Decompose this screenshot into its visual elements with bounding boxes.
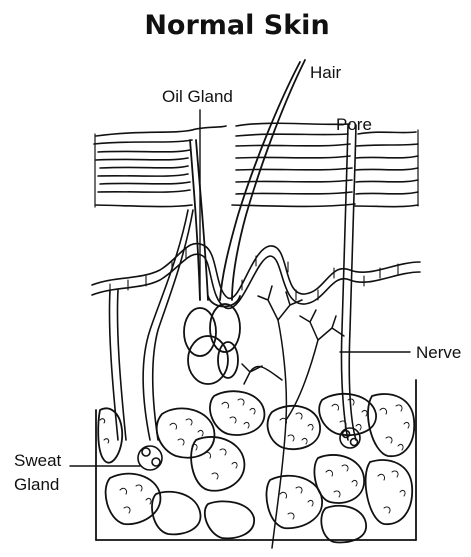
nerve-fibers — [242, 286, 344, 548]
label-oil-gland: Oil Gland — [162, 87, 233, 106]
basal-membrane — [92, 243, 420, 308]
label-nerve: Nerve — [416, 343, 461, 362]
sweat-gland-coil — [138, 428, 360, 470]
epidermis-layer — [94, 123, 418, 207]
label-sweat-gland-line1: Sweat — [14, 451, 62, 470]
label-hair: Hair — [310, 63, 342, 82]
label-sweat-gland-line2: Gland — [14, 475, 59, 494]
oil-gland — [184, 304, 240, 384]
diagram-title: Normal Skin — [144, 10, 329, 41]
label-pore: Pore — [336, 115, 372, 134]
